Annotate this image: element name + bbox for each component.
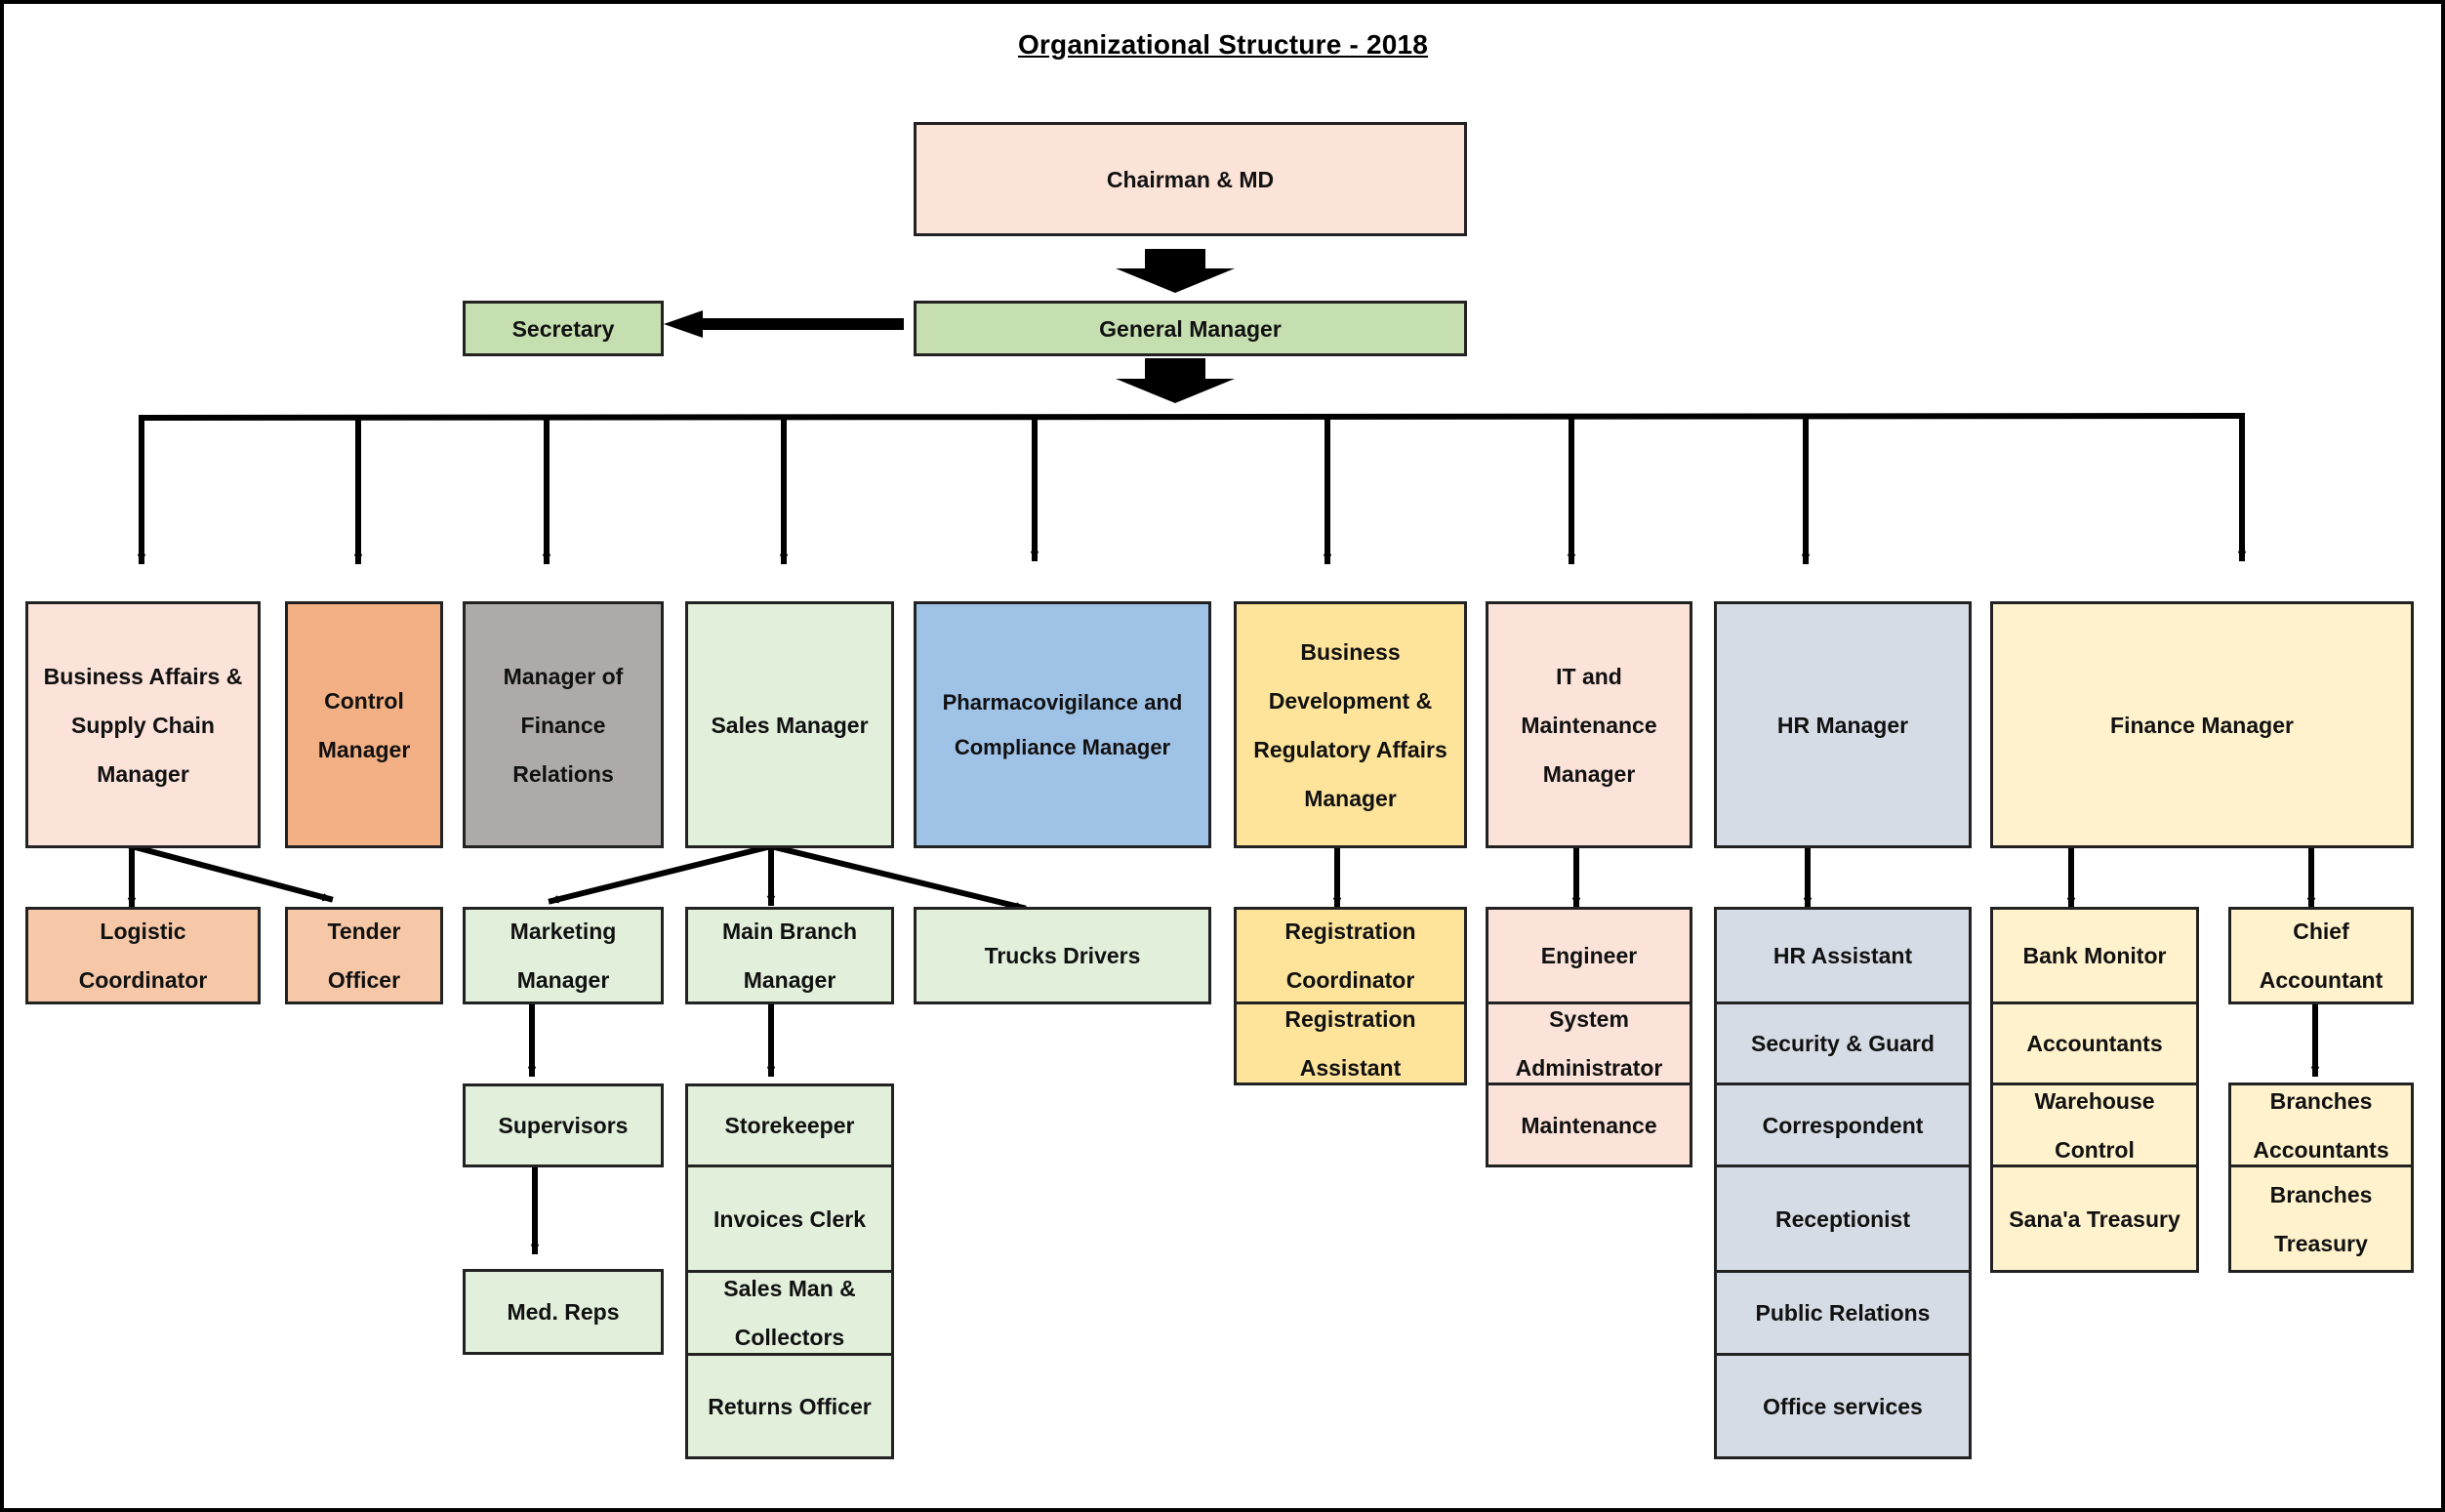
manager-bus [138,412,2246,422]
pharmacovigilance-manager-box: Pharmacovigilance and Compliance Manager [914,601,1211,848]
sales-man-collectors-box: Sales Man & Collectors [685,1270,894,1356]
registration-coordinator-box: Registration Coordinator [1234,907,1467,1004]
chief-accountant-box: Chief Accountant [2228,907,2414,1004]
it-maintenance-manager-box: IT and Maintenance Manager [1486,601,1692,848]
finance-relations-manager-box: Manager of Finance Relations [463,601,664,848]
office-services-box: Office services [1714,1353,1972,1459]
main-branch-manager-box: Main Branch Manager [685,907,894,1004]
public-relations-box: Public Relations [1714,1270,1972,1356]
business-development-manager-box: Business Development & Regulatory Affair… [1234,601,1467,848]
med-reps-box: Med. Reps [463,1269,664,1355]
storekeeper-box: Storekeeper [685,1083,894,1167]
hr-assistant-box: HR Assistant [1714,907,1972,1004]
sanaa-treasury-box: Sana'a Treasury [1990,1165,2199,1273]
general-manager-box: General Manager [914,301,1467,356]
arrow-to-tender [128,842,334,903]
chairman-to-gm-arrow [1116,249,1235,293]
control-manager-box: Control Manager [285,601,443,848]
accountants-box: Accountants [1990,1001,2199,1085]
invoices-clerk-box: Invoices Clerk [685,1165,894,1273]
system-administrator-box: System Administrator [1486,1001,1692,1085]
chart-title: Organizational Structure - 2018 [1017,29,1429,60]
bank-monitor-box: Bank Monitor [1990,907,2199,1004]
logistic-coordinator-box: Logistic Coordinator [25,907,261,1004]
marketing-manager-box: Marketing Manager [463,907,664,1004]
trucks-drivers-box: Trucks Drivers [914,907,1211,1004]
finance-manager-box: Finance Manager [1990,601,2414,848]
returns-officer-box: Returns Officer [685,1353,894,1459]
maintenance-box: Maintenance [1486,1083,1692,1167]
sales-manager-box: Sales Manager [685,601,894,848]
receptionist-box: Receptionist [1714,1165,1972,1273]
arrow-to-marketing [548,842,775,905]
registration-assistant-box: Registration Assistant [1234,1001,1467,1085]
gm-to-managers-arrow [1116,358,1235,403]
hr-manager-box: HR Manager [1714,601,1972,848]
engineer-box: Engineer [1486,907,1692,1004]
branches-accountants-box: Branches Accountants [2228,1083,2414,1167]
arrow-to-trucks [767,842,1027,912]
branches-treasury-box: Branches Treasury [2228,1165,2414,1273]
secretary-arrow-head [664,310,703,338]
correspondent-box: Correspondent [1714,1083,1972,1167]
supervisors-box: Supervisors [463,1083,664,1167]
warehouse-control-box: Warehouse Control [1990,1083,2199,1167]
chairman-box: Chairman & MD [914,122,1467,236]
security-guard-box: Security & Guard [1714,1001,1972,1085]
tender-officer-box: Tender Officer [285,907,443,1004]
secretary-box: Secretary [463,301,664,356]
business-affairs-manager-box: Business Affairs & Supply Chain Manager [25,601,261,848]
